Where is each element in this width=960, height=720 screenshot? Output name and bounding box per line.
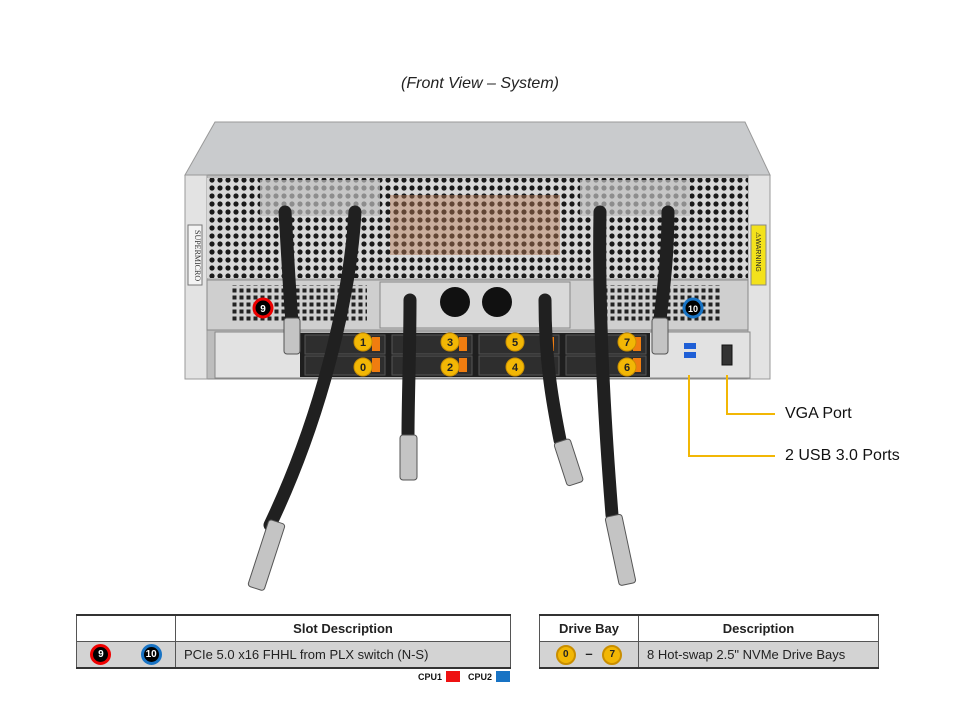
svg-text:1: 1 [360, 337, 366, 349]
supermicro-logo: SUPERMICRO [193, 230, 202, 281]
coolant-hoses [263, 205, 675, 532]
drive-badge-3: 3 [440, 332, 460, 352]
vga-callout-line [726, 375, 775, 415]
slot-badge-9: 9 [90, 644, 112, 665]
usb-port [684, 343, 696, 349]
drive-header-description: Description [638, 614, 879, 642]
drive-badge-2: 2 [440, 357, 460, 377]
usb-callout-line [688, 375, 775, 457]
drive-badge-7: 7 [602, 644, 623, 665]
drive-badge-6: 6 [617, 357, 637, 377]
legend-cpu1-swatch [446, 671, 461, 682]
quick-disconnects [247, 317, 669, 591]
drive-badge-1: 1 [353, 332, 373, 352]
drive-table: Drive Bay Description 0 – 7 8 Hot-swap 2… [539, 614, 879, 669]
drive-badge-4: 4 [505, 357, 525, 377]
slot-badge-9: 9 [252, 297, 274, 319]
vga-port [721, 344, 733, 366]
drive-description: 8 Hot-swap 2.5" NVMe Drive Bays [638, 641, 879, 669]
drive-badge-5: 5 [505, 332, 525, 352]
svg-text:5: 5 [512, 337, 518, 349]
drive-bay-cell: 0 – 7 [539, 641, 639, 669]
vga-callout-label: VGA Port [785, 405, 852, 422]
cpu-legend: CPU1 CPU2 [418, 671, 514, 682]
slot-description: PCIe 5.0 x16 FHHL from PLX switch (N-S) [175, 641, 511, 669]
svg-text:4: 4 [512, 362, 519, 374]
svg-text:9: 9 [260, 304, 266, 315]
drive-header-bay: Drive Bay [539, 614, 639, 642]
table-row: 0 – 7 8 Hot-swap 2.5" NVMe Drive Bays [539, 641, 879, 669]
drive-badge-0: 0 [555, 644, 576, 665]
slot-badge-10: 10 [682, 297, 704, 319]
slot-table: Slot Description 9 10 PCIe 5.0 x16 FHHL … [76, 614, 511, 669]
usb-callout-label: 2 USB 3.0 Ports [785, 447, 900, 464]
view-title: (Front View – System) [401, 75, 559, 92]
slot-header-description: Slot Description [175, 614, 511, 642]
slot-cell: 9 10 [76, 641, 176, 669]
slot-badge-10: 10 [140, 644, 162, 665]
legend-cpu2-label: CPU2 [468, 671, 493, 682]
slot-header-blank [76, 614, 176, 642]
warning-label [750, 224, 767, 286]
legend-cpu2-swatch [496, 671, 511, 682]
range-dash: – [585, 645, 593, 661]
usb-port [684, 352, 696, 358]
drive-badge-7: 7 [617, 332, 637, 352]
svg-text:6: 6 [624, 362, 630, 374]
svg-text:7: 7 [624, 337, 630, 349]
svg-text:10: 10 [688, 304, 698, 314]
svg-text:⚠WARNING: ⚠WARNING [754, 232, 762, 272]
svg-text:0: 0 [360, 362, 366, 374]
svg-text:2: 2 [447, 362, 453, 374]
svg-text:3: 3 [447, 337, 453, 349]
legend-cpu1-label: CPU1 [418, 671, 443, 682]
drive-badge-0: 0 [353, 357, 373, 377]
table-row: 9 10 PCIe 5.0 x16 FHHL from PLX switch (… [76, 641, 511, 669]
chassis-top [184, 121, 771, 176]
